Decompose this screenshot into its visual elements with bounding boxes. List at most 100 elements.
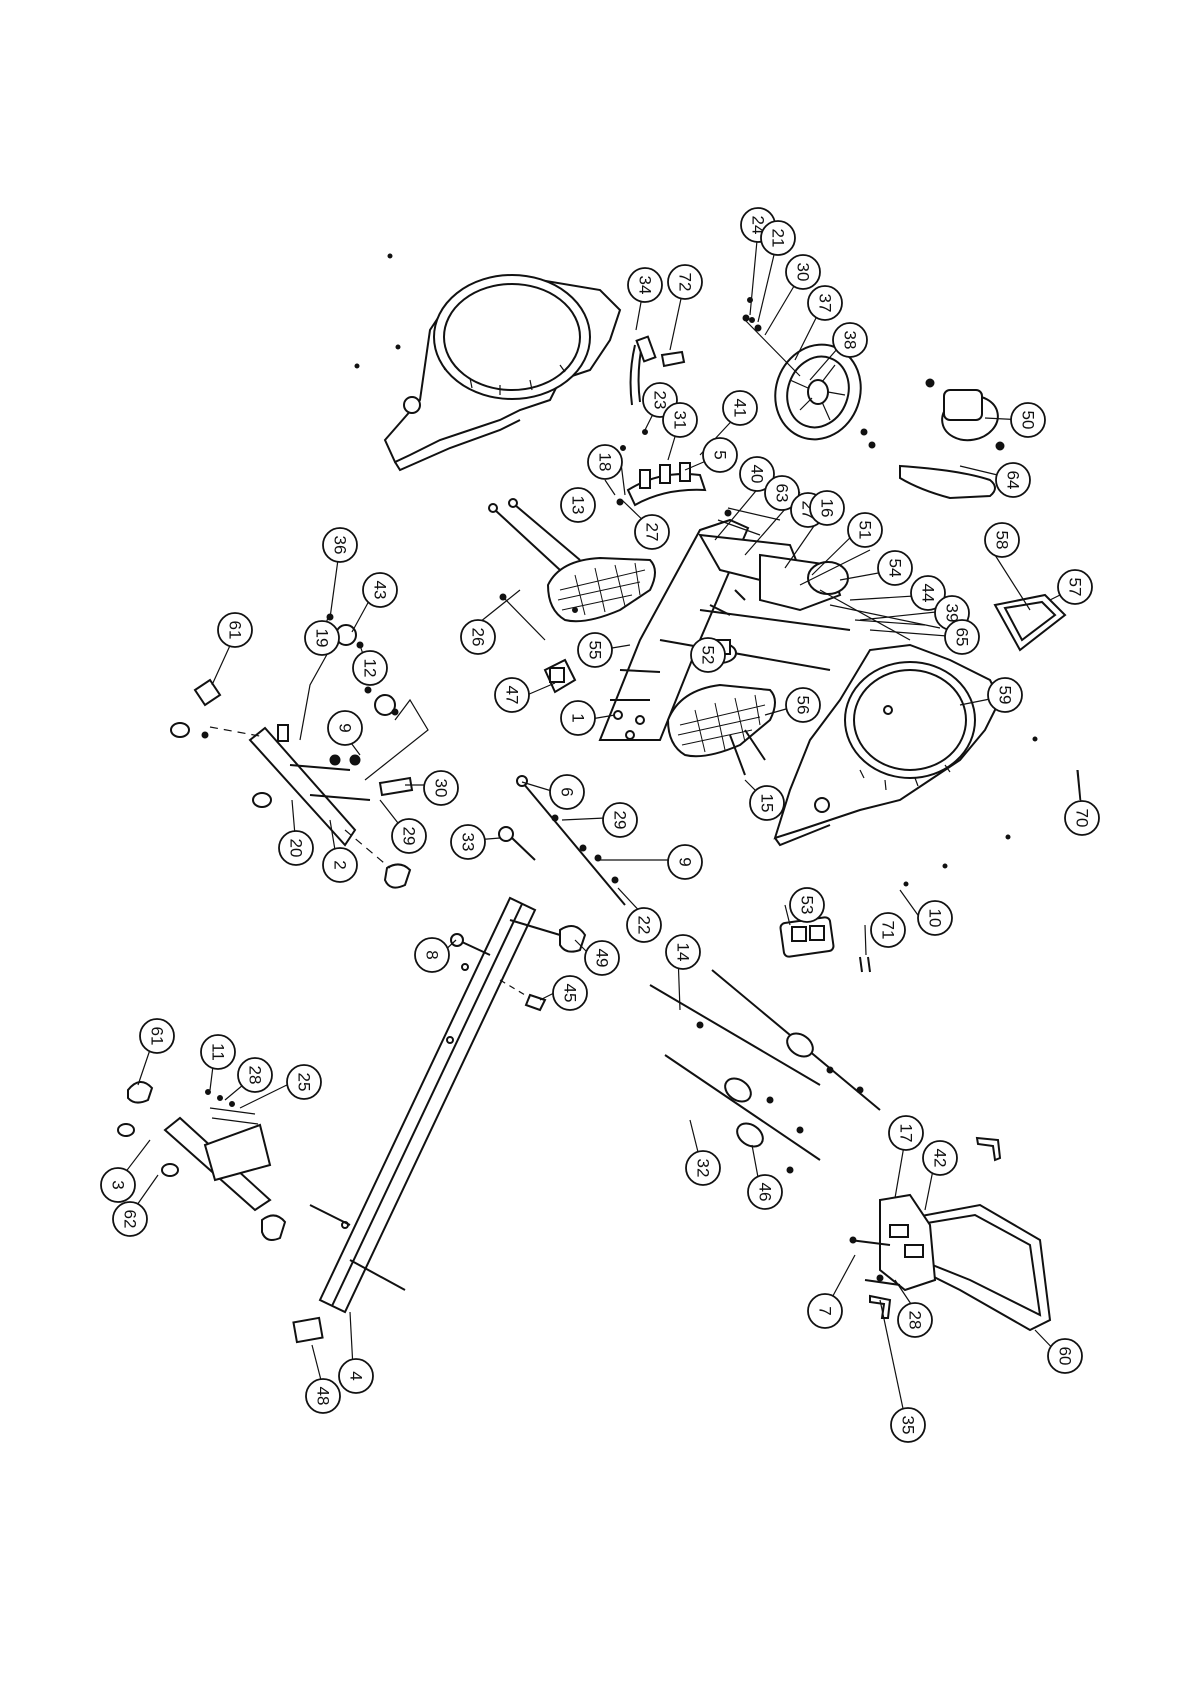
roller-bolts — [650, 970, 880, 1173]
callout-c8: 8 — [415, 938, 449, 972]
left-cover-shroud — [355, 254, 620, 470]
callout-number: 63 — [773, 484, 792, 503]
callout-number: 59 — [996, 686, 1015, 705]
callout-number: 17 — [897, 1124, 916, 1143]
callout-c30a: 30 — [786, 255, 820, 289]
callout-c59: 59 — [988, 678, 1022, 712]
callout-c4: 4 — [339, 1359, 373, 1393]
callout-c34: 34 — [628, 268, 662, 302]
callout-c16: 16 — [810, 491, 844, 525]
callout-c3: 3 — [101, 1168, 135, 1202]
callout-c36: 36 — [323, 528, 357, 562]
callout-c6: 6 — [550, 775, 584, 809]
callout-number: 7 — [816, 1306, 835, 1315]
callout-c48: 48 — [306, 1379, 340, 1413]
callout-number: 14 — [674, 943, 693, 962]
callout-c52: 52 — [691, 638, 725, 672]
callout-c65: 65 — [945, 620, 979, 654]
callout-c30b: 30 — [424, 771, 458, 805]
callout-c38: 38 — [833, 323, 867, 357]
callout-c61a: 61 — [218, 613, 252, 647]
callout-number: 30 — [794, 263, 813, 282]
callout-number: 26 — [469, 628, 488, 647]
callout-c27a: 27 — [635, 515, 669, 549]
callout-c19: 19 — [305, 621, 339, 655]
callout-number: 4 — [347, 1371, 366, 1380]
callout-c10: 10 — [918, 901, 952, 935]
callout-number: 42 — [931, 1149, 950, 1168]
callout-c18: 18 — [588, 445, 622, 479]
callout-c51: 51 — [848, 513, 882, 547]
callout-c58: 58 — [985, 523, 1019, 557]
callout-number: 64 — [1004, 471, 1023, 490]
callout-c15: 15 — [750, 786, 784, 820]
callout-number: 48 — [314, 1387, 333, 1406]
idler-wheel — [926, 379, 1004, 450]
callout-c72: 72 — [668, 265, 702, 299]
callout-number: 13 — [569, 496, 588, 515]
callout-c49: 49 — [585, 941, 619, 975]
crank-segments — [628, 463, 705, 505]
callout-c28a: 28 — [238, 1058, 272, 1092]
callout-c9b: 9 — [668, 845, 702, 879]
callout-number: 8 — [423, 950, 442, 959]
callout-c2: 2 — [323, 848, 357, 882]
callout-number: 18 — [596, 453, 615, 472]
callout-number: 5 — [711, 450, 730, 459]
callout-c12: 12 — [353, 651, 387, 685]
callout-c33: 33 — [451, 825, 485, 859]
callout-c64: 64 — [996, 463, 1030, 497]
callout-c17: 17 — [889, 1116, 923, 1150]
callout-number: 30 — [432, 779, 451, 798]
callout-number: 56 — [794, 696, 813, 715]
callout-c61b: 61 — [140, 1019, 174, 1053]
callout-c35: 35 — [891, 1408, 925, 1442]
callout-number: 6 — [558, 787, 577, 796]
callout-c32: 32 — [686, 1151, 720, 1185]
callout-c26: 26 — [461, 620, 495, 654]
callout-number: 41 — [731, 399, 750, 418]
callout-number: 12 — [361, 659, 380, 678]
callout-number: 57 — [1066, 578, 1085, 597]
callout-number: 49 — [593, 949, 612, 968]
callout-number: 72 — [676, 273, 695, 292]
callout-c11: 11 — [201, 1035, 235, 1069]
callout-number: 23 — [651, 391, 670, 410]
callout-number: 70 — [1073, 809, 1092, 828]
callout-number: 22 — [635, 916, 654, 935]
callout-c1: 1 — [561, 701, 595, 735]
callout-number: 37 — [816, 294, 835, 313]
callout-number: 34 — [636, 276, 655, 295]
callout-c57: 57 — [1058, 570, 1092, 604]
callout-number: 54 — [886, 559, 905, 578]
callout-c54: 54 — [878, 551, 912, 585]
callout-number: 46 — [756, 1183, 775, 1202]
callout-c20: 20 — [279, 831, 313, 865]
callout-c7: 7 — [808, 1294, 842, 1328]
callout-number: 19 — [313, 629, 332, 648]
callout-number: 40 — [748, 465, 767, 484]
callout-number: 60 — [1056, 1347, 1075, 1366]
callout-c60: 60 — [1048, 1339, 1082, 1373]
callout-number: 52 — [699, 646, 718, 665]
callout-c47: 47 — [495, 678, 529, 712]
callout-number: 29 — [400, 827, 419, 846]
callout-c45: 45 — [553, 976, 587, 1010]
callout-c56: 56 — [786, 688, 820, 722]
callout-c25: 25 — [287, 1065, 321, 1099]
callout-c46: 46 — [748, 1175, 782, 1209]
callout-number: 27 — [643, 523, 662, 542]
callout-number: 32 — [694, 1159, 713, 1178]
callout-number: 71 — [879, 921, 898, 940]
callout-c5: 5 — [703, 438, 737, 472]
callout-number: 20 — [287, 839, 306, 858]
lower-pedal — [668, 685, 775, 775]
callout-number: 2 — [331, 860, 350, 869]
callout-number: 53 — [798, 896, 817, 915]
callout-number: 16 — [818, 499, 837, 518]
callout-number: 29 — [611, 811, 630, 830]
callout-number: 15 — [758, 794, 777, 813]
callout-c37: 37 — [808, 286, 842, 320]
callout-c22: 22 — [627, 908, 661, 942]
callout-number: 61 — [148, 1027, 167, 1046]
